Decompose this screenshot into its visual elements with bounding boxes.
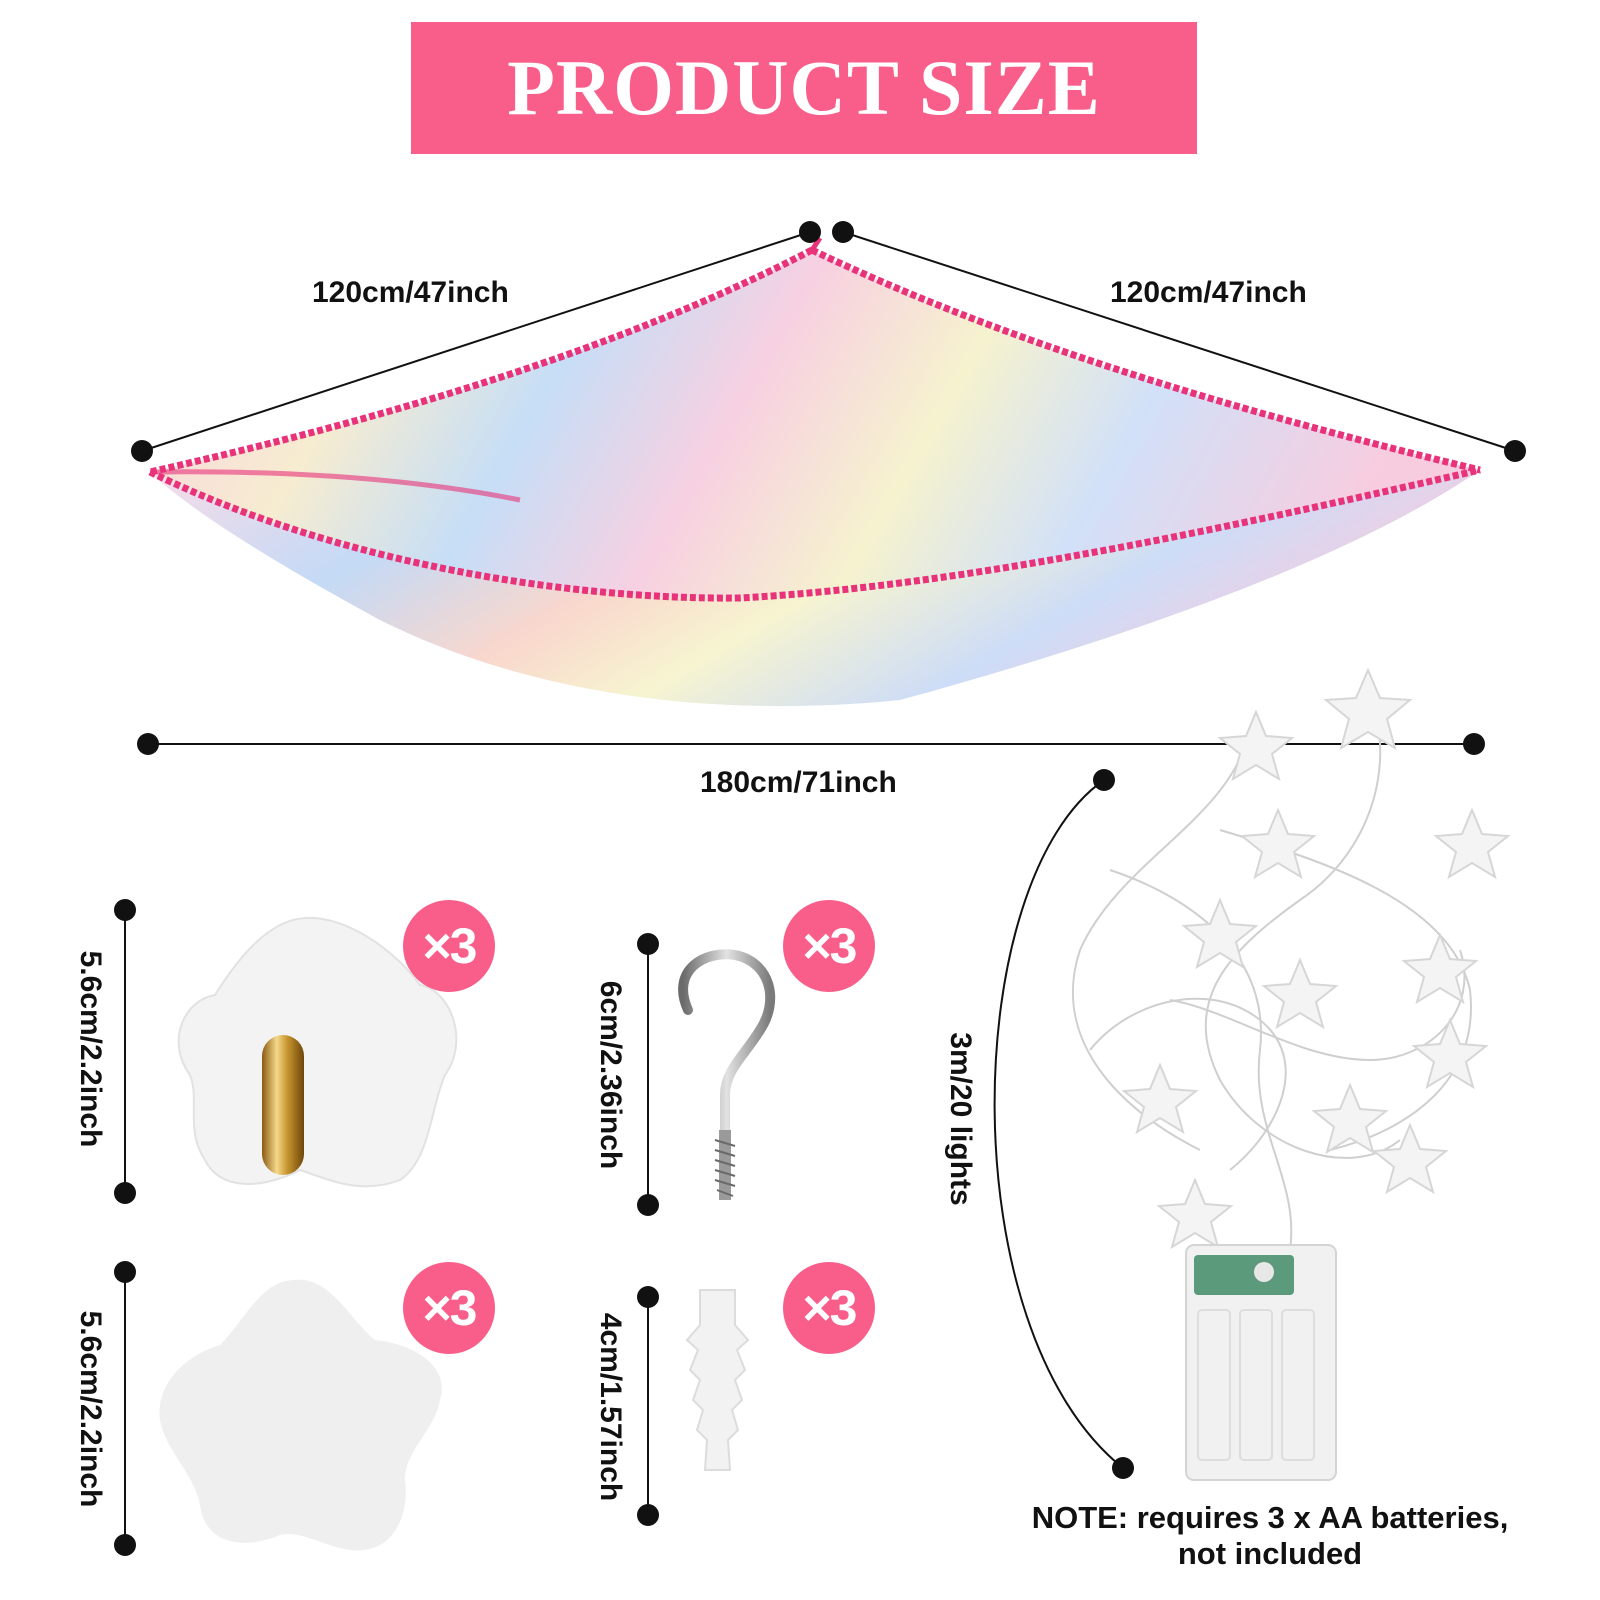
star-hook-qty-badge: ×3 [403,900,495,992]
battery-note-line2: not included [1177,1536,1363,1571]
wall-anchor-qty-badge: ×3 [783,1262,875,1354]
title-banner: PRODUCT SIZE [411,22,1197,154]
battery-note: NOTE: requires 3 x AA batteries, not inc… [960,1500,1580,1572]
lights-dimension-arc [993,769,1134,1479]
star-hook-size-label: 5.6cm/2.2inch [74,950,107,1148]
star-pad-icon [159,1279,442,1551]
star-hook-icon [177,916,458,1188]
wall-anchor-icon [685,1289,750,1471]
battery-note-line1: NOTE: requires 3 x AA batteries, [1031,1500,1509,1535]
banner-title: PRODUCT SIZE [507,44,1101,131]
screw-hook-icon [678,949,776,1200]
canopy-right-side-label: 120cm/47inch [1110,276,1307,309]
lights-length-label: 3m/20 lights [944,1032,977,1206]
star-pad-qty-badge: ×3 [403,1262,495,1354]
canopy-net [148,236,1481,707]
canopy-left-side-label: 120cm/47inch [312,276,509,309]
screw-hook-qty-badge: ×3 [783,900,875,992]
star-pad-size-label: 5.6cm/2.2inch [74,1310,107,1508]
wall-anchor-size-label: 4cm/1.57inch [594,1312,627,1502]
accessory-dimension-lines [114,899,659,1556]
star-string-lights-icon [1071,667,1511,1481]
canopy-width-label: 180cm/71inch [700,766,897,799]
screw-hook-size-label: 6cm/2.36inch [594,980,627,1170]
